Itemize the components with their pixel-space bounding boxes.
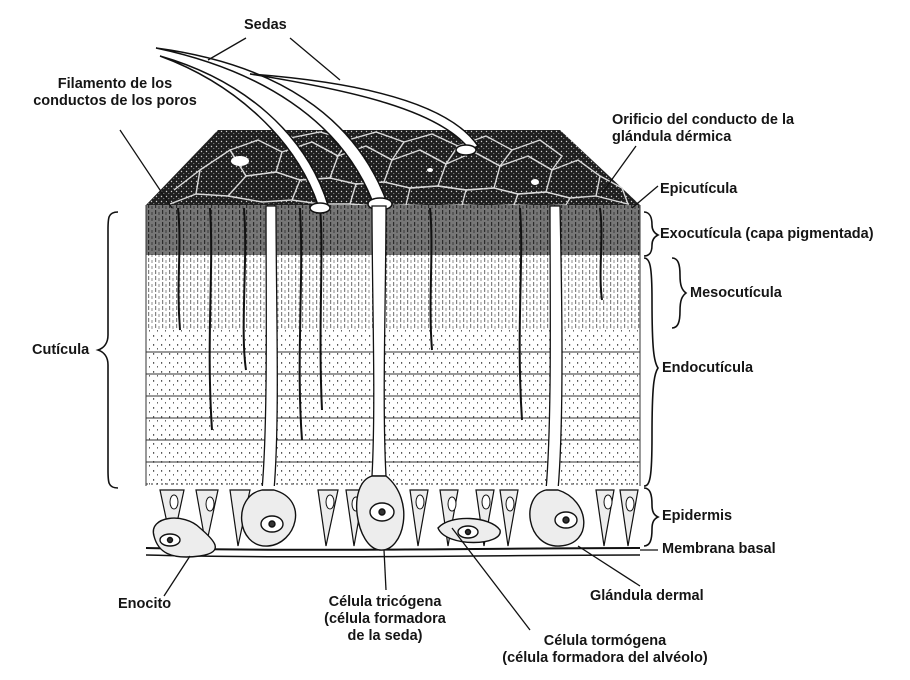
label-epicuticula: Epicutícula xyxy=(660,181,737,198)
bracket-mesocuticula xyxy=(672,258,686,328)
label-epidermis: Epidermis xyxy=(662,508,732,525)
cuticle-surface xyxy=(146,130,640,206)
label-cuticula: Cutícula xyxy=(32,342,89,359)
cuticle-layers xyxy=(146,205,640,486)
label-glandula-dermal: Glándula dermal xyxy=(590,588,704,605)
label-orificio: Orificio del conducto de la glándula dér… xyxy=(612,112,794,146)
label-filamento-line2: conductos de los poros xyxy=(20,93,210,110)
bracket-epidermis xyxy=(644,488,658,546)
label-endocuticula: Endocutícula xyxy=(662,360,753,377)
label-tormogena: Célula tormógena (célula formadora del a… xyxy=(460,633,750,667)
label-tricogena-line2: (célula formadora xyxy=(300,611,470,628)
label-tricogena: Célula tricógena (célula formadora de la… xyxy=(300,594,470,645)
label-membrana-basal: Membrana basal xyxy=(662,541,776,558)
label-orificio-line2: glándula dérmica xyxy=(612,129,794,146)
label-tormogena-line1: Célula tormógena xyxy=(460,633,750,650)
label-enocito: Enocito xyxy=(118,596,171,613)
bracket-exocuticula xyxy=(644,212,658,256)
label-exocuticula: Exocutícula (capa pigmentada) xyxy=(660,226,874,243)
label-tricogena-line3: de la seda) xyxy=(300,628,470,645)
bracket-cuticula xyxy=(98,212,118,488)
label-mesocuticula: Mesocutícula xyxy=(690,285,782,302)
bracket-endocuticula xyxy=(644,258,658,486)
label-filamento: Filamento de los conductos de los poros xyxy=(20,76,210,110)
gland-orifice xyxy=(231,156,249,166)
label-tormogena-line2: (célula formadora del alvéolo) xyxy=(460,650,750,667)
label-filamento-line1: Filamento de los xyxy=(20,76,210,93)
label-sedas: Sedas xyxy=(244,17,287,34)
label-orificio-line1: Orificio del conducto de la xyxy=(612,112,794,129)
basement-membrane xyxy=(146,548,640,557)
label-tricogena-line1: Célula tricógena xyxy=(300,594,470,611)
